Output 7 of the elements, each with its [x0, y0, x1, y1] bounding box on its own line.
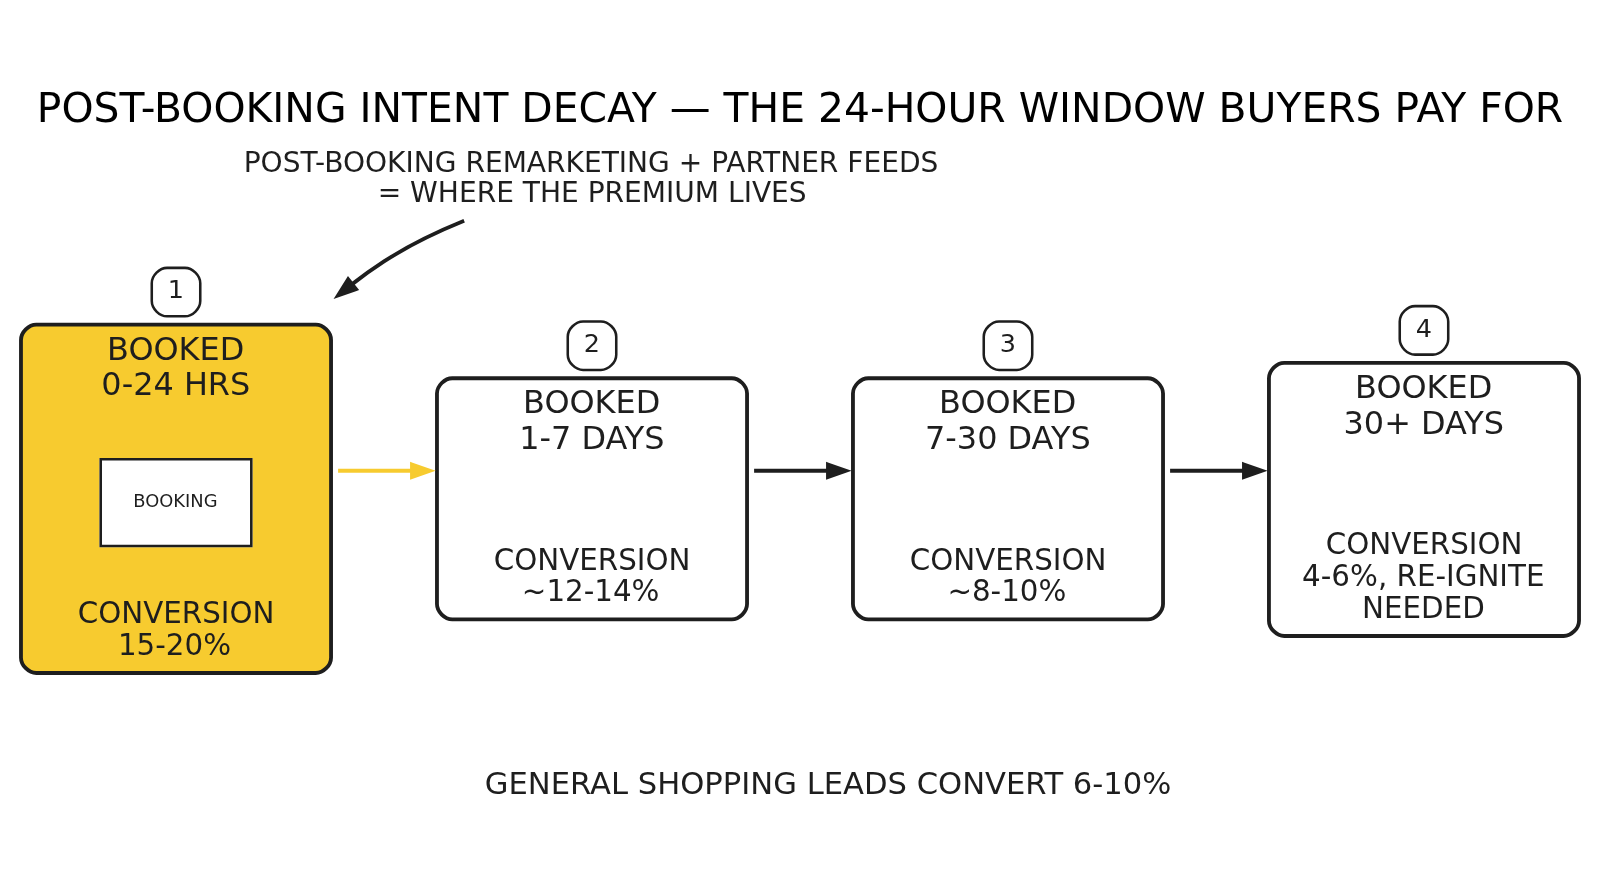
arrow: [1170, 461, 1268, 480]
arrow: [754, 461, 852, 480]
label: GENERAL SHOPPING LEADS CONVERT 6-10%: [484, 765, 1172, 801]
node-text: POST-BOOKING REMARKETING + PARTNER FEEDS = WHERE THE PREMIUM LIVES: [243, 145, 939, 210]
arrow: [338, 461, 436, 480]
arrow: [333, 219, 465, 299]
diagram-title: POST-BOOKING INTENT DECAY — THE 24-HOUR WINDOW BUYERS PAY FOR: [36, 83, 1564, 132]
